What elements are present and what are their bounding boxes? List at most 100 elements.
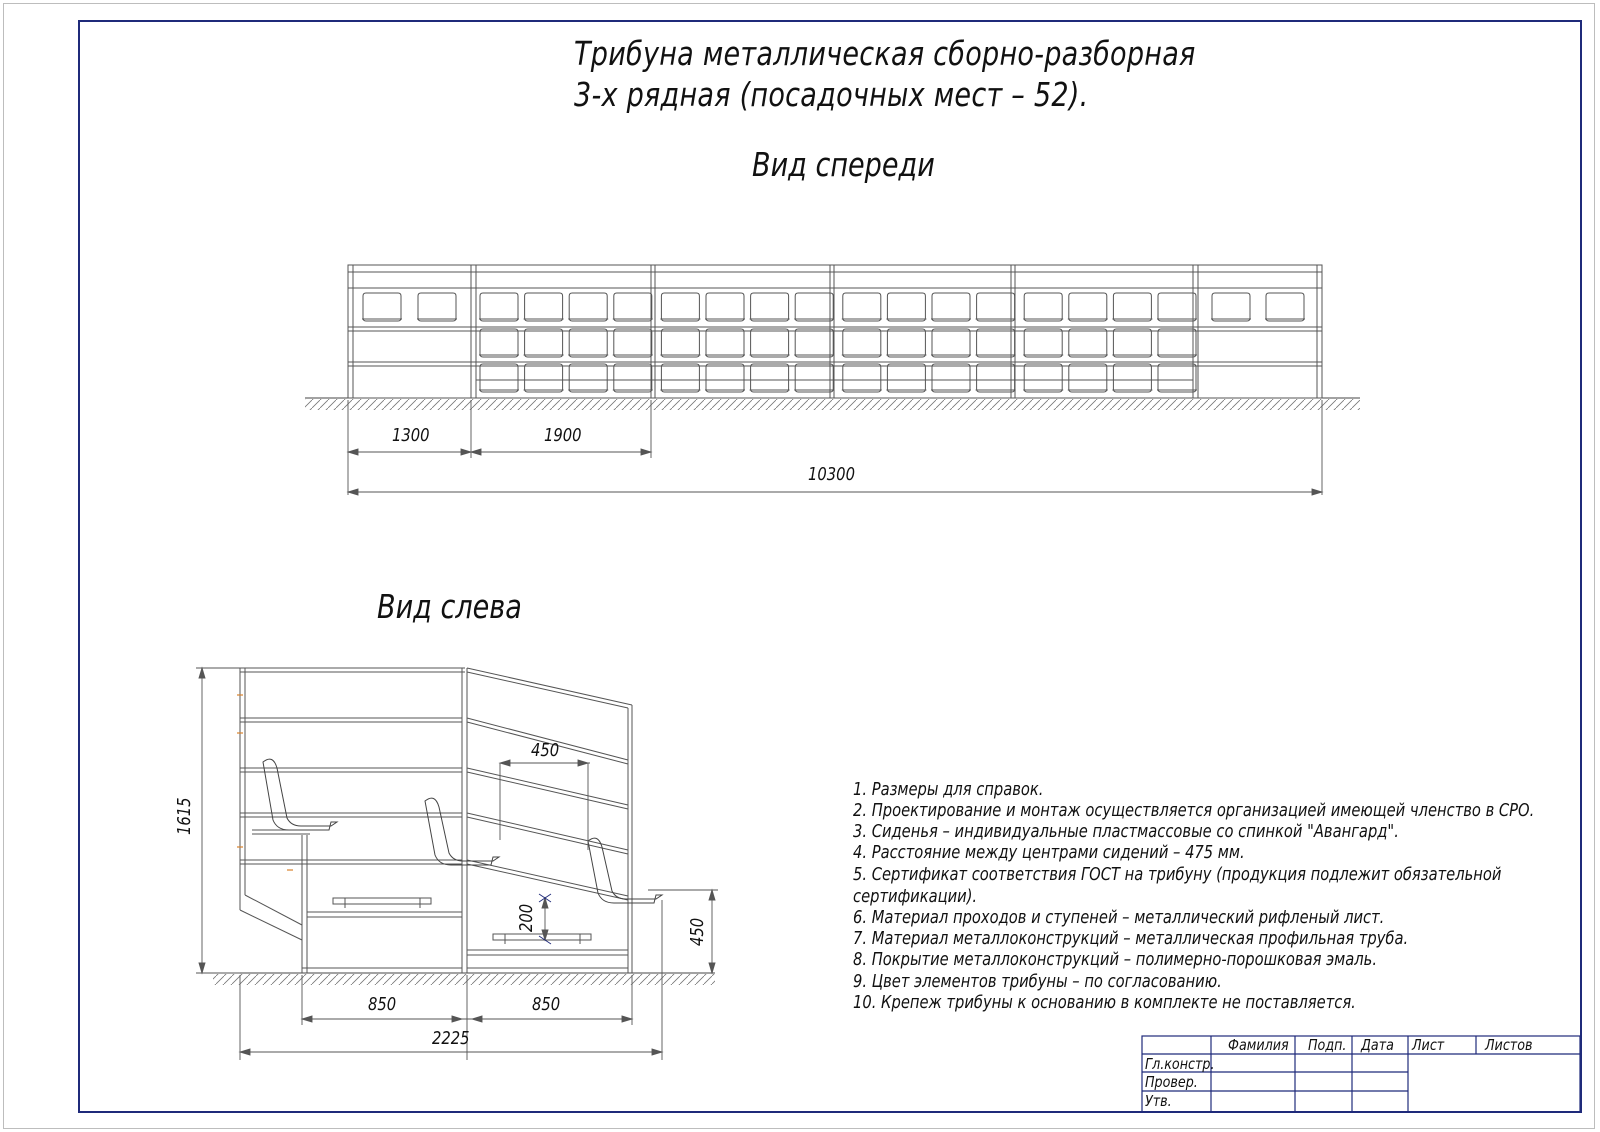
front-seat: [886, 328, 927, 358]
front-seat: [749, 328, 790, 358]
front-seat: [931, 363, 971, 393]
side-view: [213, 667, 718, 985]
front-seat: [1067, 363, 1108, 393]
front-seat: [975, 363, 1016, 393]
tb-header-date: Дата: [1361, 1036, 1394, 1054]
tb-header-surname: Фамилия: [1228, 1036, 1289, 1054]
front-seat: [705, 328, 745, 358]
side-front-structure: [466, 667, 633, 973]
side-ground-hatch: [213, 974, 715, 985]
note-5-cont: сертификации).: [853, 887, 978, 907]
front-seat: [523, 363, 564, 393]
front-seat: [568, 363, 609, 393]
side-rear-structure: [239, 667, 465, 973]
front-seat: [841, 363, 882, 393]
tb-row-chief-designer: Гл.констр.: [1145, 1055, 1215, 1073]
tb-header-sheet: Лист: [1412, 1036, 1445, 1054]
front-seat: [1112, 328, 1153, 358]
dim-row-depth-1: 850: [368, 994, 397, 1015]
front-seat: [1211, 292, 1251, 322]
front-seat: [749, 292, 790, 322]
front-seat: [660, 328, 701, 358]
note-10: 10. Крепеж трибуны к основанию в комплек…: [853, 993, 1356, 1013]
side-orange-marks: [237, 694, 293, 871]
front-seat: [1157, 292, 1197, 322]
front-seat: [794, 328, 835, 358]
note-2: 2. Проектирование и монтаж осуществляетс…: [853, 801, 1535, 821]
front-seat: [1067, 292, 1108, 322]
front-seats: [362, 292, 1305, 393]
front-seat: [1112, 292, 1153, 322]
front-seat: [1023, 363, 1064, 393]
front-seat: [1112, 363, 1153, 393]
front-seat: [931, 328, 971, 358]
front-seat: [523, 292, 564, 322]
dim-height: 1615: [174, 797, 195, 835]
front-seat: [612, 363, 653, 393]
front-seat: [886, 363, 927, 393]
front-seat: [794, 363, 835, 393]
drawing-frame: [78, 20, 1582, 1113]
front-seat: [841, 328, 882, 358]
note-8: 8. Покрытие металлоконструкций – полимер…: [853, 950, 1378, 970]
front-dimensions: [346, 400, 1324, 496]
side-treads: [332, 897, 592, 944]
dim-total-depth: 2225: [432, 1028, 470, 1049]
front-seat: [479, 363, 519, 393]
dim-mid-section: 1900: [544, 425, 582, 446]
front-seat: [841, 292, 882, 322]
front-seat: [1023, 292, 1064, 322]
front-seat: [362, 292, 402, 322]
note-5: 5. Сертификат соответствия ГОСТ на трибу…: [853, 865, 1502, 885]
tb-row-approved: Утв.: [1145, 1092, 1172, 1110]
drawing-title-line2: 3-х рядная (посадочных мест – 52).: [574, 75, 1089, 114]
front-seat: [568, 292, 609, 322]
front-seat: [479, 328, 519, 358]
front-seat: [568, 328, 609, 358]
front-seat: [975, 328, 1016, 358]
front-seat: [612, 292, 653, 322]
front-seat: [417, 292, 457, 322]
dim-total-length: 10300: [808, 464, 855, 485]
note-7: 7. Материал металлоконструкций – металли…: [853, 929, 1409, 949]
tb-header-sheets: Листов: [1485, 1036, 1533, 1054]
front-seat: [975, 292, 1016, 322]
front-seat: [479, 292, 519, 322]
front-seat: [660, 292, 701, 322]
note-3: 3. Сиденья – индивидуальные пластмассовы…: [853, 822, 1399, 842]
front-seat: [523, 328, 564, 358]
front-seat: [931, 292, 971, 322]
front-seat: [1265, 292, 1305, 322]
dim-end-section: 1300: [392, 425, 430, 446]
dim-row-depth-2: 850: [532, 994, 561, 1015]
dim-step: 200: [516, 903, 537, 932]
dim-seat-height: 450: [687, 917, 708, 946]
side-seats: [262, 758, 718, 904]
tb-header-signature: Подп.: [1308, 1036, 1347, 1054]
sheet-outer-border: [3, 3, 1595, 1129]
front-seat: [660, 363, 701, 393]
side-dimensions: [196, 666, 718, 1060]
front-seat: [1023, 328, 1064, 358]
side-view-title: Вид слева: [377, 587, 522, 626]
dim-seat-spacing: 450: [531, 740, 560, 761]
front-seat: [1157, 363, 1197, 393]
note-9: 9. Цвет элементов трибуны – по согласова…: [853, 972, 1222, 992]
note-6: 6. Материал проходов и ступеней – металл…: [853, 908, 1385, 928]
front-seat: [1067, 328, 1108, 358]
front-seat: [1157, 328, 1197, 358]
front-seat: [612, 328, 653, 358]
tb-row-checked: Провер.: [1145, 1073, 1198, 1091]
front-seat: [794, 292, 835, 322]
note-4: 4. Расстояние между центрами сидений – 4…: [853, 843, 1245, 863]
front-ground-hatch: [305, 399, 1360, 410]
front-seat: [705, 363, 745, 393]
title-block: [1141, 1035, 1581, 1113]
front-view: [305, 264, 1360, 410]
front-tier-rails: [348, 287, 1322, 381]
front-seat: [749, 363, 790, 393]
note-1: 1. Размеры для справок.: [853, 780, 1044, 800]
front-seat: [705, 292, 745, 322]
